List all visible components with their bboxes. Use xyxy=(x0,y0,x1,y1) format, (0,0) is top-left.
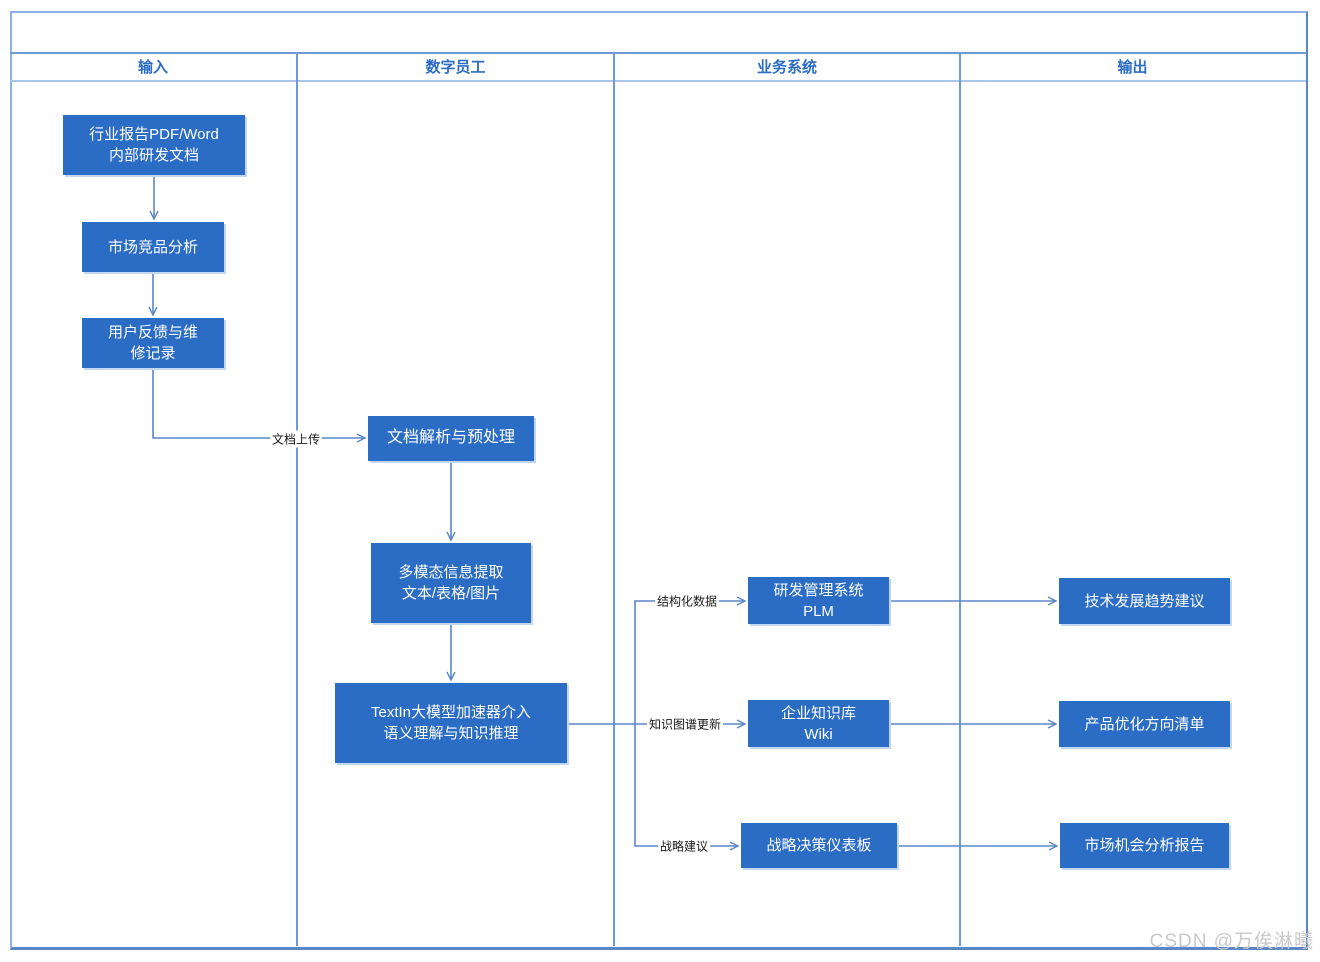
edge-label-structured-data: 结构化数据 xyxy=(654,592,720,610)
node-market-opportunity-report: 市场机会分析报告 xyxy=(1060,823,1229,868)
edge-label-doc-upload: 文档上传 xyxy=(269,430,323,448)
node-enterprise-wiki: 企业知识库 Wiki xyxy=(748,700,889,747)
node-doc-parsing-preprocessing: 文档解析与预处理 xyxy=(368,416,534,461)
pool-frame xyxy=(10,11,1308,950)
node-strategy-dashboard: 战略决策仪表板 xyxy=(741,823,897,868)
node-product-optimization-list: 产品优化方向清单 xyxy=(1059,701,1230,747)
node-textin-accelerator: TextIn大模型加速器介入 语义理解与知识推理 xyxy=(335,683,567,763)
lane-divider-2 xyxy=(613,52,615,946)
lane-header-input: 输入 xyxy=(137,58,168,76)
titlebar-divider xyxy=(10,52,1306,54)
lane-header-business-system: 业务系统 xyxy=(756,58,817,76)
edge-label-strategy-advice: 战略建议 xyxy=(657,837,711,855)
header-divider xyxy=(10,80,1306,82)
lane-divider-1 xyxy=(296,52,298,946)
node-plm-system: 研发管理系统 PLM xyxy=(748,577,889,624)
edge-label-knowledge-graph-update: 知识图谱更新 xyxy=(646,715,724,733)
lane-header-digital-worker: 数字员工 xyxy=(425,58,486,76)
node-tech-trend-advice: 技术发展趋势建议 xyxy=(1059,578,1230,624)
node-industry-report: 行业报告PDF/Word 内部研发文档 xyxy=(63,115,245,175)
node-market-competitor-analysis: 市场竞品分析 xyxy=(82,222,224,272)
lane-divider-3 xyxy=(959,52,961,946)
node-user-feedback-records: 用户反馈与维 修记录 xyxy=(82,318,224,368)
csdn-watermark: CSDN @万俟淋曦 xyxy=(1149,931,1314,952)
lane-header-output: 输出 xyxy=(1117,58,1148,76)
node-multimodal-extraction: 多模态信息提取 文本/表格/图片 xyxy=(371,543,531,623)
